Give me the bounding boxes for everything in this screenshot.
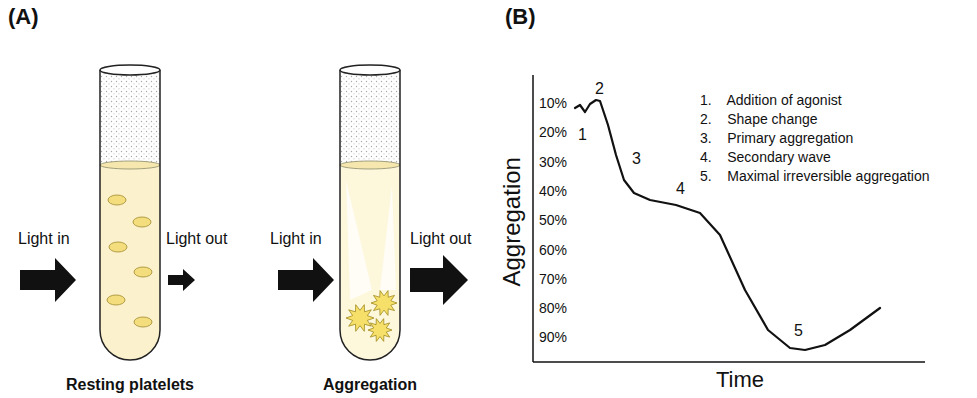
tick-label: 30% (539, 154, 567, 170)
legend-item: 4. Secondary wave (700, 149, 831, 165)
tick-label: 70% (539, 271, 567, 287)
legend-item: 5. Maximal irreversible aggregation (700, 168, 930, 184)
tick-label: 80% (539, 300, 567, 316)
platelet-star (346, 305, 374, 332)
legend-item: 3. Primary aggregation (700, 130, 853, 146)
tick-label: 20% (539, 124, 567, 140)
callout-number: 3 (632, 150, 641, 168)
panel-label: (B) (505, 4, 536, 29)
light-label: Light out (166, 230, 227, 248)
callout-number: 2 (595, 80, 604, 98)
chart-axis (533, 75, 925, 362)
light-label: Light in (18, 230, 70, 248)
platelet-star (371, 291, 397, 316)
legend-item: 2. Shape change (700, 111, 818, 127)
light-arrow (20, 255, 468, 305)
test-tube (100, 65, 160, 360)
callout-number: 4 (676, 180, 685, 198)
aggregation-curve (575, 100, 880, 350)
callout-number: 1 (578, 126, 587, 144)
panel-label: (A) (8, 4, 39, 29)
legend-item: 1. Addition of agonist (700, 92, 842, 108)
light-label: Light in (270, 230, 322, 248)
tick-label: 60% (539, 242, 567, 258)
tube-caption: Resting platelets (66, 376, 194, 394)
resting-platelet (107, 195, 152, 327)
tick-label: 90% (539, 329, 567, 345)
tick-label: 50% (539, 212, 567, 228)
callout-number: 5 (794, 322, 803, 340)
tick-label: 40% (539, 183, 567, 199)
tube-caption: Aggregation (323, 376, 417, 394)
axis-title: Time (716, 367, 764, 392)
light-label: Light out (410, 230, 471, 248)
tick-label: 10% (539, 95, 567, 111)
platelet-star (368, 319, 392, 342)
platelet-aggregate (346, 291, 397, 342)
test-tube (340, 65, 400, 360)
axis-title: Aggregation (498, 157, 526, 286)
